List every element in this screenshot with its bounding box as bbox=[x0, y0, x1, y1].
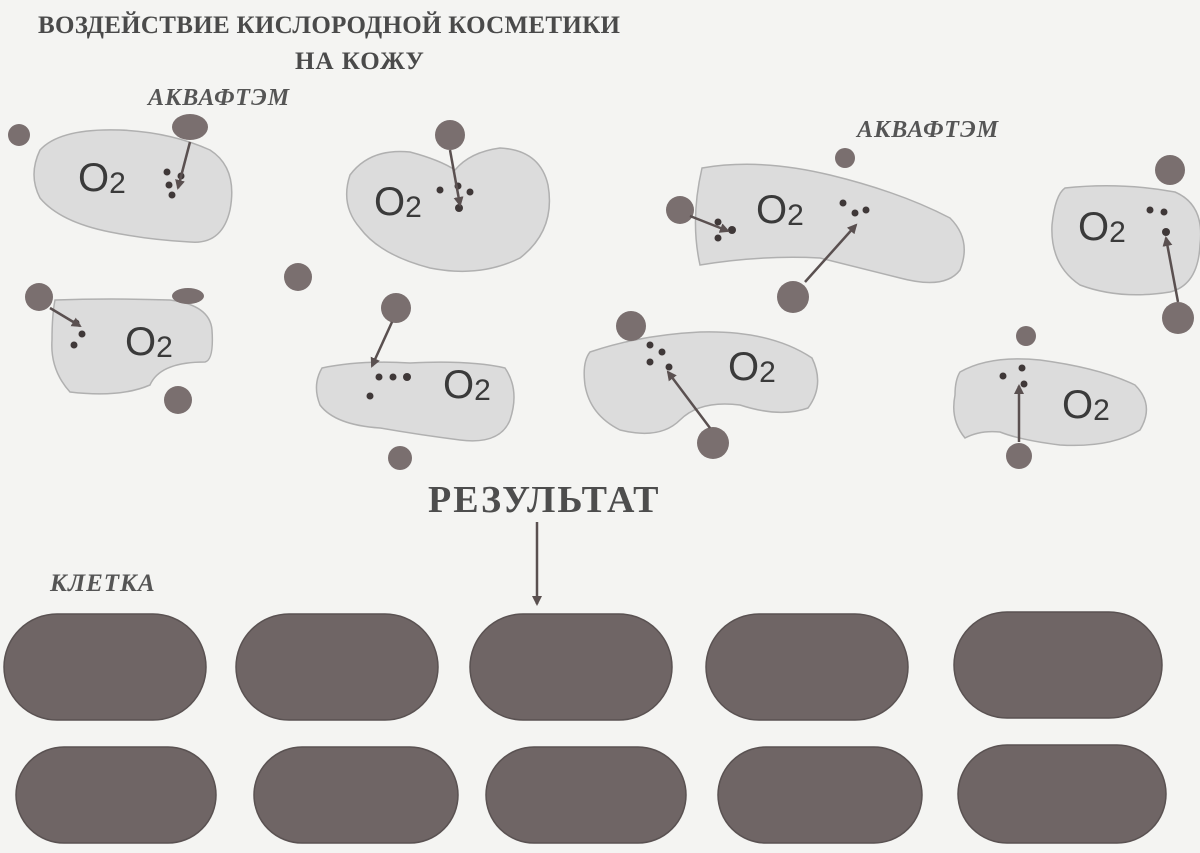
cell bbox=[717, 746, 923, 844]
arrow bbox=[689, 214, 730, 233]
particle bbox=[381, 293, 411, 323]
arrows bbox=[49, 141, 1180, 606]
o2-label: O2 bbox=[756, 188, 804, 232]
oxygen-blob-6 bbox=[315, 361, 515, 442]
oxygen-blob-2 bbox=[345, 147, 551, 273]
oxygen-blob-1 bbox=[33, 129, 233, 243]
cell bbox=[485, 746, 687, 844]
particle bbox=[666, 196, 694, 224]
arrow bbox=[666, 370, 711, 429]
cell bbox=[469, 613, 673, 721]
particle bbox=[172, 114, 208, 140]
o2-label: O2 bbox=[1078, 205, 1126, 249]
cell-label: КЛЕТКА bbox=[50, 570, 156, 597]
particle bbox=[172, 288, 204, 304]
oxygen-blob-3 bbox=[694, 163, 965, 284]
particle bbox=[8, 124, 30, 146]
arrow bbox=[370, 321, 394, 368]
arrow bbox=[448, 149, 464, 207]
cell bbox=[953, 611, 1163, 719]
particle bbox=[1162, 302, 1194, 334]
particle bbox=[25, 283, 53, 311]
title-line-2: НА КОЖУ bbox=[295, 48, 425, 75]
o2-label: O2 bbox=[78, 156, 126, 200]
result-label: РЕЗУЛЬТАТ bbox=[428, 479, 661, 521]
o2-label: O2 bbox=[125, 320, 173, 364]
free-particles bbox=[8, 114, 1194, 470]
cell bbox=[235, 613, 439, 721]
o2-label: O2 bbox=[728, 345, 776, 389]
particle bbox=[835, 148, 855, 168]
cell bbox=[253, 746, 459, 844]
arrow bbox=[1162, 236, 1180, 303]
particle bbox=[777, 281, 809, 313]
aquaftem-label-left: АКВАФТЭМ bbox=[148, 85, 291, 111]
particle bbox=[164, 386, 192, 414]
arrow bbox=[175, 141, 192, 190]
cell bbox=[705, 613, 909, 721]
o2-label: O2 bbox=[443, 363, 491, 407]
cell bbox=[3, 613, 207, 721]
particle bbox=[1155, 155, 1185, 185]
oxygen-blob-8 bbox=[953, 358, 1148, 447]
particle bbox=[1016, 326, 1036, 346]
cell bbox=[15, 746, 217, 844]
particle bbox=[616, 311, 646, 341]
arrow bbox=[804, 223, 858, 283]
particle bbox=[388, 446, 412, 470]
particle bbox=[1006, 443, 1032, 469]
aquaftem-label-right: АКВАФТЭМ bbox=[857, 117, 1000, 143]
particle bbox=[284, 263, 312, 291]
particle bbox=[697, 427, 729, 459]
oxygen-blob-7 bbox=[583, 331, 819, 435]
oxygen-blob-5 bbox=[51, 298, 214, 395]
particle bbox=[435, 120, 465, 150]
arrow bbox=[49, 306, 82, 328]
cell bbox=[957, 744, 1167, 844]
o2-label: O2 bbox=[1062, 383, 1110, 427]
cells bbox=[3, 611, 1167, 844]
title-line-1: ВОЗДЕЙСТВИЕ КИСЛОРОДНОЙ КОСМЕТИКИ bbox=[38, 12, 621, 39]
o2-label: O2 bbox=[374, 180, 422, 224]
